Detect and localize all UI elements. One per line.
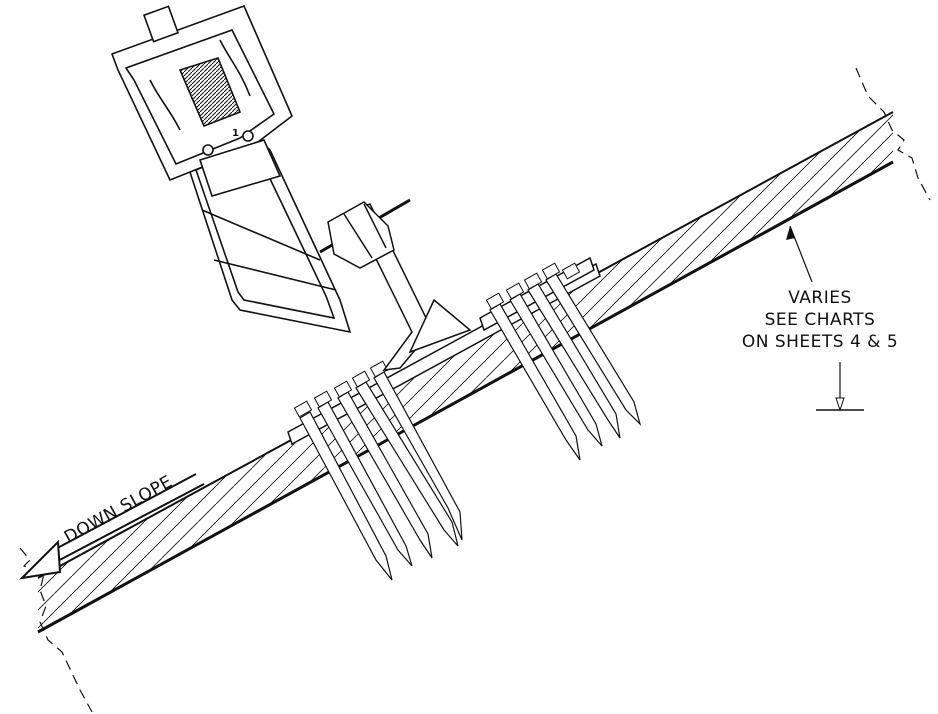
anchor-spikes-right	[489, 273, 642, 461]
arrow-head	[19, 539, 62, 580]
right-break-line	[855, 67, 931, 201]
dimension-indicator	[786, 225, 864, 412]
slab-hatch	[38, 112, 893, 632]
slab-bottom-edge	[37, 160, 894, 634]
bolt-assembly	[319, 198, 411, 269]
nut	[327, 201, 395, 269]
left-break-line	[19, 547, 93, 713]
slab-section	[19, 67, 931, 713]
note-sheets: ON SHEETS 4 & 5	[741, 332, 899, 352]
insulator-unit	[110, 4, 293, 197]
note-see-charts: SEE CHARTS	[764, 310, 876, 330]
down-slope-arrow	[19, 473, 205, 580]
part-number-mark: 1	[232, 128, 239, 139]
dimension-note: VARIES SEE CHARTS ON SHEETS 4 & 5	[720, 290, 920, 356]
note-varies: VARIES	[788, 288, 852, 308]
spike-heads	[293, 262, 581, 418]
